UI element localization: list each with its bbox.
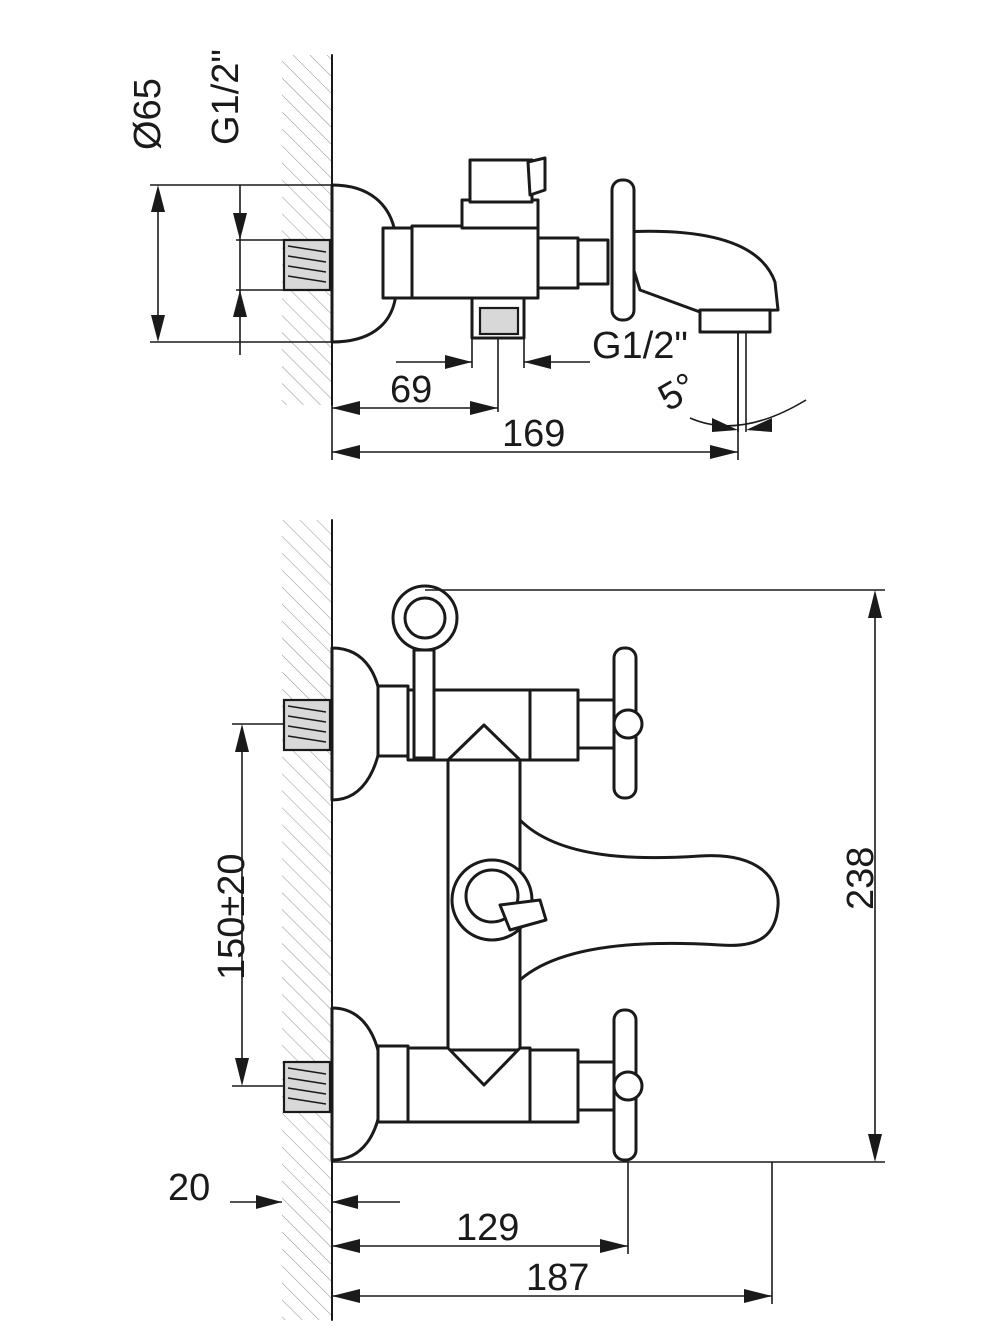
wall-hatch-top [282, 55, 332, 405]
inlet-thread-lines-top [287, 245, 327, 283]
front-view: 238 150±20 20 129 187 [168, 519, 885, 1321]
spout-front [518, 818, 780, 982]
upper-nut [376, 684, 410, 758]
diverter-lever [498, 898, 548, 932]
label-outlet-thread: G1/2" [592, 325, 688, 367]
label-spout-angle: 5° [652, 365, 704, 420]
upper-handle-cap [612, 708, 644, 740]
mixer-body-top [410, 224, 540, 300]
upper-handle-stem [576, 698, 616, 750]
spout-tip-top [698, 308, 772, 334]
label-total-height: 238 [840, 847, 882, 910]
top-view: Ø65 G1/2" G1/2" 69 169 5° [127, 49, 807, 460]
diverter-knob-top [526, 156, 547, 197]
handle-nut-top [536, 236, 580, 290]
label-diameter: Ø65 [127, 78, 169, 150]
lower-inlet-thread [282, 1060, 332, 1114]
lower-handle-cap [612, 1070, 644, 1102]
inlet-thread-top [282, 238, 332, 292]
rosette-top [330, 183, 397, 344]
handle-wheel-top [610, 178, 636, 322]
label-total-depth: 169 [502, 413, 565, 455]
handle-stem-top [576, 238, 610, 286]
lower-rosette [330, 1006, 384, 1162]
label-inlet-thread: G1/2" [205, 49, 247, 145]
lower-nut [376, 1044, 410, 1124]
label-overall-depth: 187 [526, 1257, 589, 1299]
wall-hatch-front [282, 520, 332, 1320]
shower-holder-arm [412, 648, 436, 760]
spout-top [620, 229, 780, 314]
lower-handle-stem [576, 1060, 616, 1112]
diverter-base-top [460, 198, 540, 230]
lower-body [406, 1046, 532, 1124]
lower-handle-nut [528, 1048, 580, 1124]
label-wall-offset: 20 [168, 1167, 210, 1209]
shower-holder-inner [403, 596, 447, 640]
upper-inlet-thread [282, 698, 332, 752]
shower-outlet-thread-top [478, 306, 520, 336]
diverter-stem-top [468, 158, 534, 204]
label-handle-depth: 129 [456, 1207, 519, 1249]
label-inlet-spacing: 150±20 [211, 853, 253, 980]
upper-handle-nut [528, 688, 580, 762]
upper-rosette [330, 646, 384, 802]
label-outlet-offset: 69 [390, 369, 432, 411]
nut-top [381, 226, 415, 300]
